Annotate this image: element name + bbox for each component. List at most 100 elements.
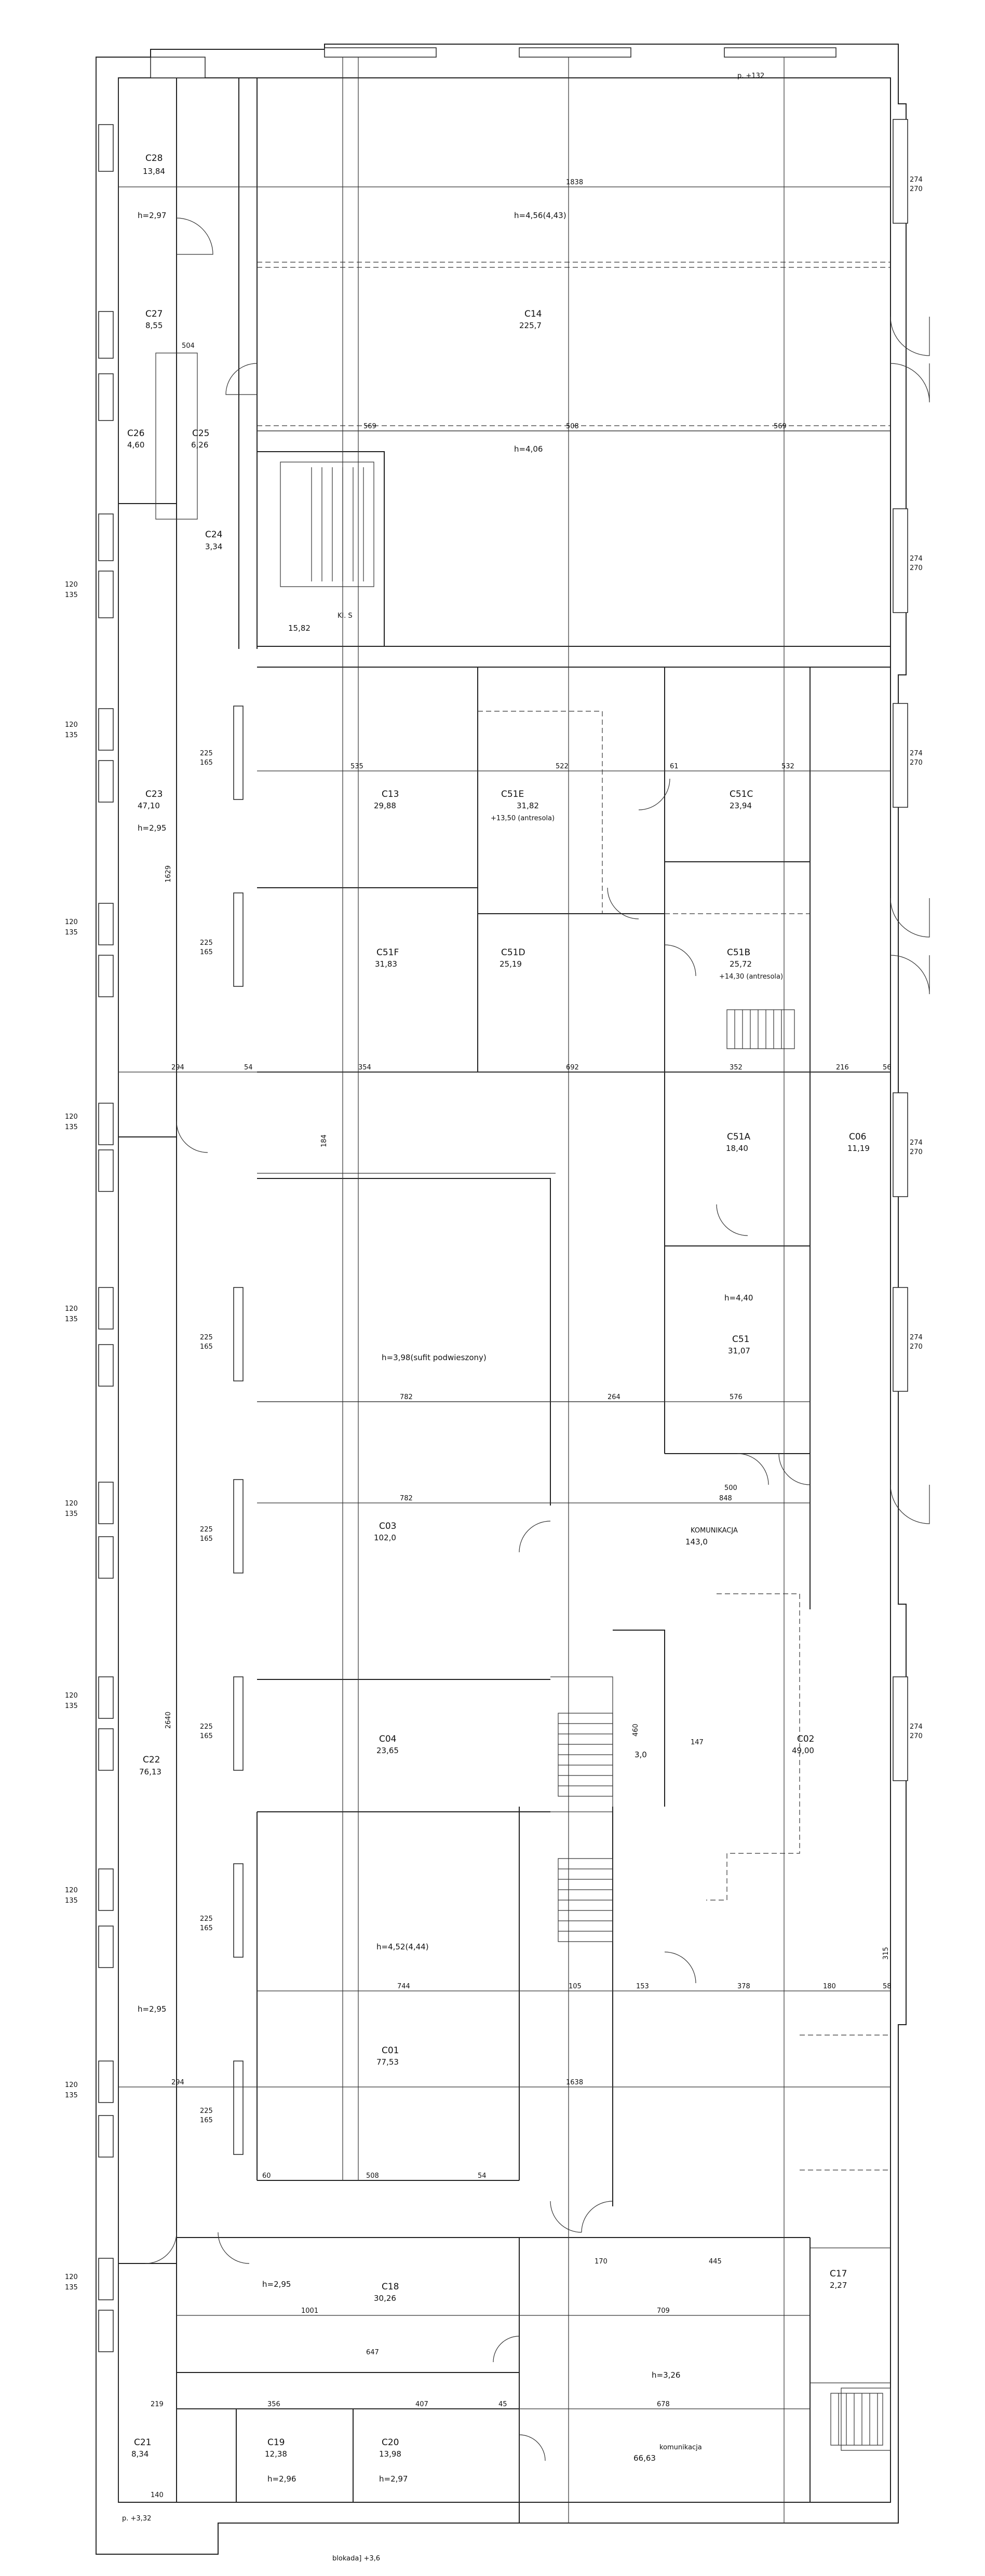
room-labels: C28 13,84 C27 8,55 C26 4,60 C25 6,26 C24…: [127, 153, 870, 2459]
doors: [145, 218, 930, 2461]
dimension-label: 508: [566, 423, 579, 430]
dimension-label: 692: [566, 1064, 579, 1072]
dimension-label: 270: [910, 564, 923, 572]
dimension-label: 445: [709, 2258, 722, 2266]
room-C51C-id: C51C: [730, 789, 753, 799]
dimension-label: 225: [200, 1334, 213, 1341]
height-label: h=3,26: [652, 2370, 680, 2380]
room-C51D-id: C51D: [501, 947, 525, 958]
height-label: h=2,97: [379, 2474, 408, 2484]
dimension-label: 135: [65, 1702, 78, 1710]
dimension-label: 120: [65, 2081, 78, 2089]
dimension-label: 225: [200, 939, 213, 947]
dimension-label: 165: [200, 1343, 213, 1351]
room-C20-id: C20: [382, 2437, 399, 2448]
dimension-label: 165: [200, 1924, 213, 1932]
dimension-label: 782: [400, 1495, 413, 1502]
dimension-label: 274: [910, 1723, 923, 1731]
dimension-label: 1638: [566, 2079, 583, 2086]
dimension-label: 460: [632, 1724, 640, 1737]
dimension-label: 135: [65, 2092, 78, 2099]
dimension-label: 356: [267, 2401, 280, 2408]
height-label: h=4,40: [724, 1293, 753, 1303]
room-C03-id: C03: [379, 1521, 397, 1531]
dimension-label: 58: [883, 1983, 892, 1990]
dimension-label: 576: [730, 1393, 743, 1401]
height-label: h=2,97: [138, 211, 166, 220]
room-C27-id: C27: [145, 309, 163, 319]
dimension-label: 535: [350, 763, 363, 770]
room-C22-area: 76,13: [139, 1767, 161, 1777]
dimension-label: 225: [200, 1526, 213, 1534]
dimension-label: 2640: [165, 1712, 172, 1729]
dimension-label: 165: [200, 2117, 213, 2124]
room-C20-area: 13,98: [379, 2449, 401, 2459]
dimension-label: 678: [657, 2401, 670, 2408]
room-C01-area: 77,53: [376, 2057, 399, 2067]
staircases: [311, 467, 883, 2446]
height-label: h=2,95: [138, 2004, 166, 2014]
room-C23-id: C23: [145, 789, 163, 799]
dimension-label: 744: [397, 1983, 410, 1990]
dimension-label: 407: [415, 2401, 428, 2408]
room-C51C-area: 23,94: [730, 801, 752, 810]
room-C51A-area: 18,40: [726, 1144, 748, 1153]
room-C23-area: 47,10: [138, 801, 160, 810]
dimension-label: 532: [781, 763, 794, 770]
dimension-label: 270: [910, 1148, 923, 1156]
dimension-label: 165: [200, 948, 213, 956]
dimension-label: 270: [910, 759, 923, 767]
dimension-label: 135: [65, 929, 78, 937]
corridor-area: 143,0: [685, 1537, 708, 1547]
room-C02-area: 49,00: [792, 1746, 814, 1755]
room-C22-id: C22: [143, 1755, 160, 1765]
dimension-label: 354: [358, 1064, 371, 1072]
room-C51A-id: C51A: [727, 1132, 751, 1142]
dimension-label: 216: [836, 1064, 849, 1072]
dimension-label: 270: [910, 185, 923, 193]
dimension-label: 225: [200, 750, 213, 757]
dimension-label: 504: [182, 342, 195, 350]
room-C51E-note: +13,50 (antresola): [491, 815, 555, 822]
room-C04-area: 23,65: [376, 1746, 399, 1755]
staircase-label: Kl. S: [338, 612, 353, 620]
area-label: 3,0: [635, 1750, 647, 1759]
room-C13-area: 29,88: [374, 801, 396, 810]
dimension-label: 378: [737, 1983, 750, 1990]
dimension-label: 54: [244, 1064, 253, 1072]
dimension-label: 522: [556, 763, 569, 770]
dimension-label: 1838: [566, 179, 583, 186]
dimension-label: 120: [65, 918, 78, 926]
dimension-label: 120: [65, 1887, 78, 1894]
room-C04-id: C04: [379, 1734, 397, 1744]
room-C06-area: 11,19: [847, 1144, 870, 1153]
dimension-label: 120: [65, 1305, 78, 1313]
room-C51B-id: C51B: [727, 947, 750, 958]
corridor-area: 66,63: [633, 2453, 656, 2463]
dimension-label: 120: [65, 721, 78, 729]
dimension-label: 120: [65, 581, 78, 589]
room-C13-id: C13: [382, 789, 399, 799]
height-label: h=4,56(4,43): [514, 211, 566, 220]
height-label: h=4,52(4,44): [376, 1942, 429, 1951]
dimension-label: 508: [366, 2172, 379, 2180]
dimension-label: 782: [400, 1393, 413, 1401]
dimension-label: 180: [823, 1983, 836, 1990]
room-C51D-area: 25,19: [500, 959, 522, 969]
level-label: p. +3,32: [122, 2515, 151, 2523]
height-label: h=2,95: [138, 823, 166, 833]
room-C26-id: C26: [127, 428, 145, 439]
room-C28-id: C28: [145, 153, 163, 164]
dimension-label: 315: [882, 1947, 890, 1960]
dimension-label: 225: [200, 1915, 213, 1923]
dimension-label: 153: [636, 1983, 649, 1990]
dimension-label: 1629: [165, 865, 172, 883]
dimension-label: 135: [65, 1123, 78, 1131]
staircase-area: 15,82: [288, 623, 311, 633]
dimension-label: 274: [910, 555, 923, 563]
dimension-label: 135: [65, 591, 78, 599]
height-label: h=3,98(sufit podwieszony): [382, 1353, 487, 1362]
dimension-label: 105: [569, 1983, 582, 1990]
level-label: blokada] +3,6: [332, 2555, 380, 2563]
